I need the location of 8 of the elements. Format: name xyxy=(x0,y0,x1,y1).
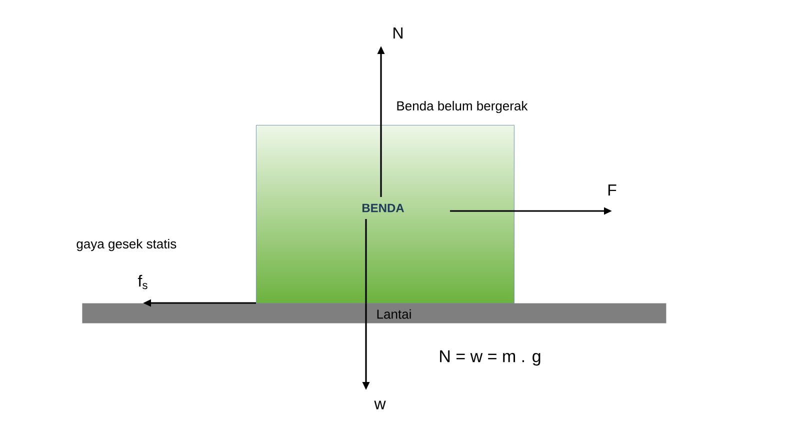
annotation-text: gaya gesek statis xyxy=(76,238,176,252)
force-label: F xyxy=(608,184,616,196)
floor-bar: Lantai xyxy=(82,303,666,324)
annotation-text: Benda belum bergerak xyxy=(397,100,528,114)
force-label: w xyxy=(374,400,386,410)
formula-text: N = w = m . g xyxy=(440,350,540,366)
force-label: N xyxy=(394,28,402,38)
block-box: BENDA xyxy=(256,125,514,304)
